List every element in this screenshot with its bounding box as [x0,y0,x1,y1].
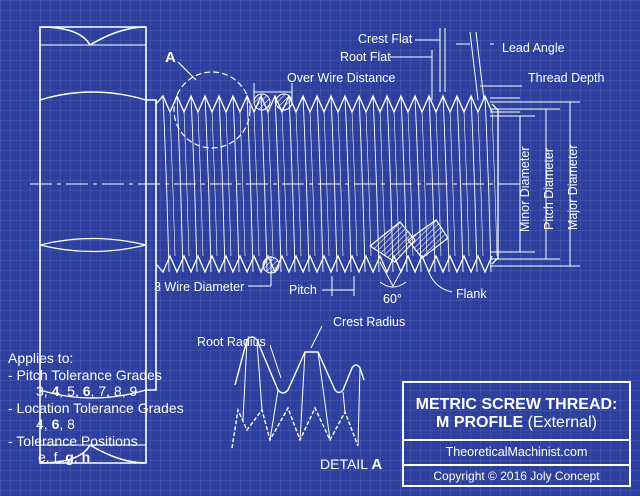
lead-angle-label: Lead Angle [502,41,565,55]
hex-head [39,26,157,464]
detail-marker-label: A [165,49,176,66]
title-divider-2 [404,464,629,466]
location-grades-title: - Location Tolerance Grades [8,399,184,416]
grade-item: f [53,449,58,465]
title-line-2: M PROFILE (External) [404,414,629,432]
grade-item: 3 [36,383,44,399]
copyright-text: Copyright © 2016 Joly Concept [433,469,600,483]
detail-arrow [177,61,197,81]
title-line-1: METRIC SCREW THREAD: [415,396,618,413]
applies-heading: Applies to: [8,350,74,366]
title-profile: M PROFILE [436,414,524,431]
grade-item: 4 [51,383,60,399]
grade-item: g [65,449,74,465]
grade-item: 5 [67,383,75,399]
three-wire-diameter-label: 3 Wire Diameter [154,280,244,294]
over-wire-distance-label: Over Wire Distance [287,71,395,85]
detail-caption: DETAIL A [320,456,382,473]
sixty-degrees-label: 60° [383,292,402,306]
positions-list: e, f, g, h [38,449,91,465]
title-external: (External) [523,414,597,431]
location-grades-list: 4, 6, 8 [36,416,75,432]
detail-letter: A [371,456,383,473]
grade-item: 6 [82,383,91,399]
detail-prefix: DETAIL [320,456,372,472]
crest-radius-label: Crest Radius [333,315,405,329]
pitch-diameter-label: Pitch Diameter [542,148,556,230]
pitch-grades-title: - Pitch Tolerance Grades [8,366,162,383]
grade-item: e [38,449,46,465]
minor-diameter-label: Minor Diameter [518,147,532,232]
grade-item: 7 [98,383,107,399]
applies-to-notes: Applies to: - Pitch Tolerance Grades 3, … [8,350,184,466]
grade-item: 6 [51,416,60,432]
major-diameter-label: Major Diameter [566,145,580,230]
positions-title: - Tolerance Positions [8,432,138,449]
pitch-label: Pitch [289,283,317,297]
grade-item: 8 [67,416,75,432]
detail-circle [173,71,251,149]
grade-item: 9 [129,383,138,399]
grade-item: 8 [113,383,122,399]
title-divider [404,439,629,441]
measuring-wires [253,93,293,274]
flank-label: Flank [456,287,487,301]
thread-depth-label: Thread Depth [528,71,604,85]
top-dimensions [390,28,522,113]
root-flat-label: Root Flat [340,50,391,64]
detail-a-profile [231,325,365,449]
pitch-grades-list: 3, 4, 5, 6, 7, 8, 9 [36,383,138,399]
website-text: TheoreticalMachinist.com [445,445,588,459]
root-radius-label: Root Radius [197,335,266,349]
thread-section [368,219,449,263]
diameter-dimensions [490,101,580,267]
grade-item: 4 [36,416,44,432]
grade-item: h [81,449,91,465]
crest-flat-label: Crest Flat [358,32,413,46]
title-block: METRIC SCREW THREAD: M PROFILE (External… [402,381,631,487]
